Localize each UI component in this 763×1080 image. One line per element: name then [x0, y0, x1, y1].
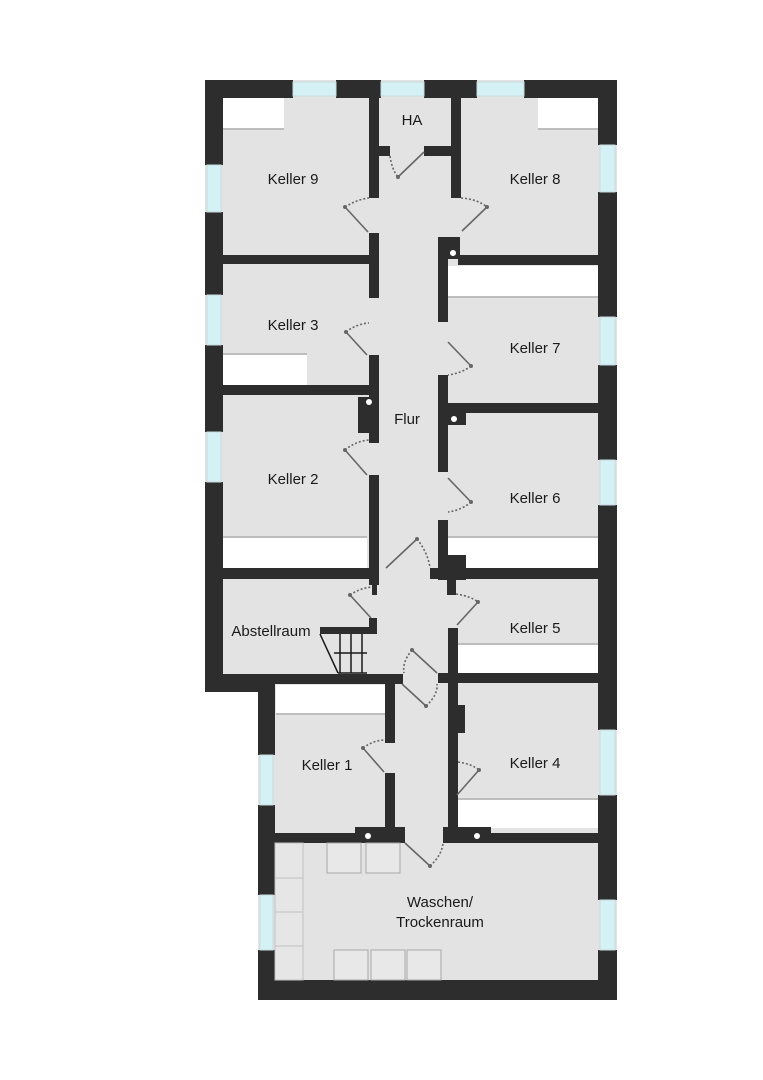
room-label-keller-6: Keller 6: [509, 490, 561, 507]
room-label-ha: HA: [401, 112, 423, 129]
door-arrowheads: [343, 175, 489, 868]
staircase: [319, 633, 367, 674]
room-label-waschen-trockenraum: Waschen/ Trockenraum: [396, 894, 484, 931]
cabinet-shadows: [222, 128, 598, 800]
doors: [344, 151, 488, 867]
room-label-keller-7: Keller 7: [509, 340, 561, 357]
room-label-abstellraum: Abstellraum: [231, 623, 311, 640]
washing-machines: [326, 842, 442, 981]
storage-cabinets: [222, 98, 598, 828]
room-label-keller-4: Keller 4: [509, 755, 561, 772]
room-label-keller-8: Keller 8: [509, 171, 561, 188]
room-label-keller-2: Keller 2: [267, 471, 319, 488]
shaft-markers: [365, 250, 480, 839]
room-label-keller-5: Keller 5: [509, 620, 561, 637]
room-label-keller-3: Keller 3: [267, 317, 319, 334]
laundry-shelves: [274, 842, 304, 981]
windows: [206, 81, 616, 951]
walls: [205, 80, 617, 1000]
room-label-keller-9: Keller 9: [267, 171, 319, 188]
room-label-keller-1: Keller 1: [301, 757, 353, 774]
room-label-flur: Flur: [394, 411, 420, 428]
